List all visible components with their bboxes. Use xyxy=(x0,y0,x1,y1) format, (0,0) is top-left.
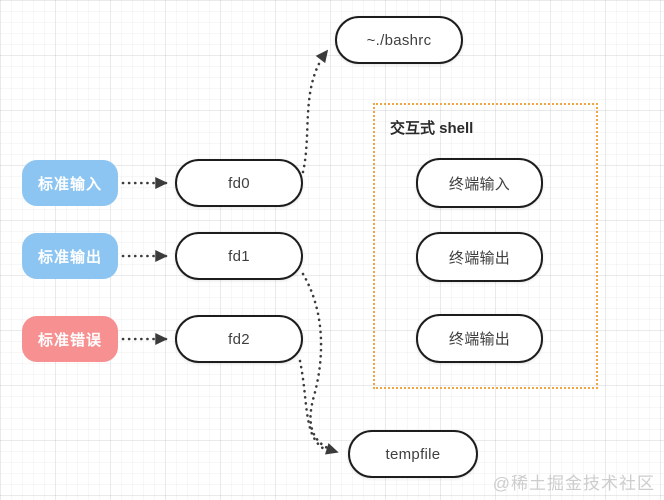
node-tempfile: tempfile xyxy=(348,430,478,478)
node-fd1: fd1 xyxy=(175,232,303,280)
label-stdout: 标准输出 xyxy=(22,233,118,279)
shell-group-container xyxy=(373,103,598,389)
watermark: @稀土掘金技术社区 xyxy=(492,474,655,493)
node-fd0: fd0 xyxy=(175,159,303,207)
label-stdin: 标准输入 xyxy=(22,160,118,206)
node-terminal-output-2: 终端输出 xyxy=(416,314,543,363)
edge-fd2-tempfile xyxy=(298,359,333,453)
edge-fd0-bashrc xyxy=(301,49,329,174)
edge-fd1-tempfile xyxy=(301,272,339,455)
node-bashrc: ~./bashrc xyxy=(335,16,463,64)
shell-group-title: 交互式 shell xyxy=(390,120,474,137)
node-fd2: fd2 xyxy=(175,315,303,363)
node-terminal-input: 终端输入 xyxy=(416,158,543,208)
node-terminal-output-1: 终端输出 xyxy=(416,232,543,282)
label-stderr: 标准错误 xyxy=(22,316,118,362)
